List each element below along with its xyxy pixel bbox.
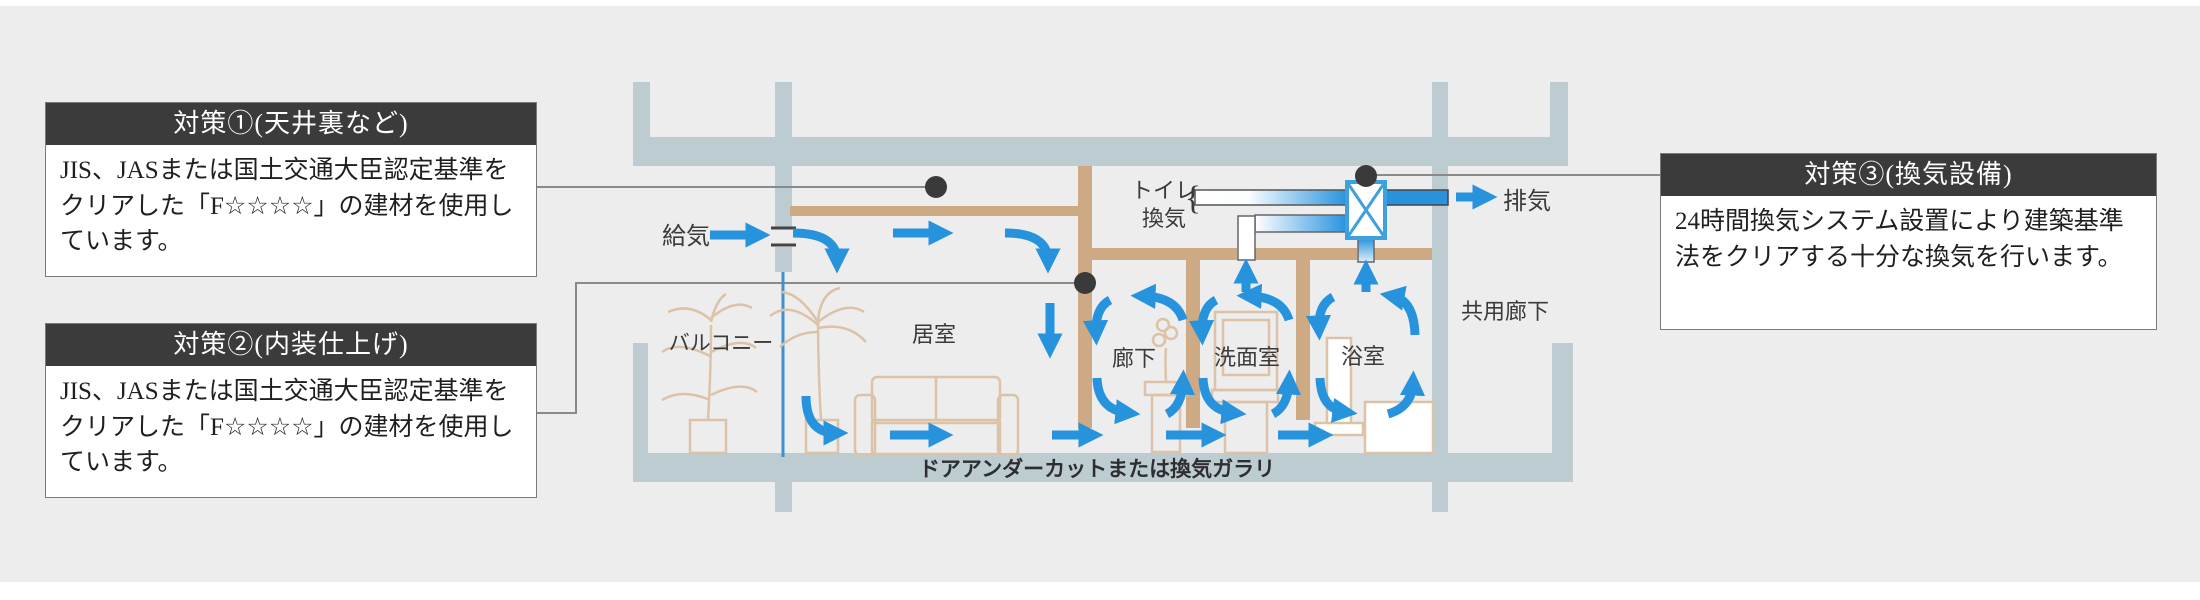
callout-measure-1: 対策①(天井裏など) JIS、JASまたは国土交通大臣認定基準をクリアした「F☆… <box>45 102 537 277</box>
corridor-plant-stand <box>1143 317 1189 454</box>
callout-measure-1-title: 対策①(天井裏など) <box>46 103 536 145</box>
under-floor-stub-left <box>775 482 792 512</box>
balcony-label: バルコニー <box>669 331 774 355</box>
bathroom-duct <box>1357 237 1375 263</box>
balcony-plant <box>661 292 758 455</box>
callout-measure-3-title: 対策③(換気設備) <box>1661 154 2156 196</box>
corridor-ceiling-2 <box>1254 248 1357 260</box>
common-corridor-railing <box>1552 343 1573 458</box>
sofa <box>853 375 1020 457</box>
callout-anchor-dots <box>925 165 1377 294</box>
supply-label: 給気 <box>662 223 710 250</box>
building-structure <box>633 82 1573 512</box>
exterior-wall-upper <box>775 82 792 227</box>
floor-slab <box>633 453 1573 482</box>
toilet-duct <box>1194 189 1348 206</box>
toilet-vent-label-line2: 換気 <box>1142 206 1186 231</box>
exhaust-label: 排気 <box>1503 188 1551 215</box>
corridor-ceiling-3 <box>1374 248 1432 260</box>
top-slab <box>633 137 1568 166</box>
callout-measure-3: 対策③(換気設備) 24時間換気システム設置により建築基準法をクリアする十分な換… <box>1660 153 2157 330</box>
supply-vent-ticks <box>771 226 796 247</box>
washroom-airflow <box>1188 258 1334 448</box>
washroom-duct-vertical <box>1237 215 1256 261</box>
ventilation-fan-unit <box>1345 180 1387 240</box>
callout-measure-2: 対策②(内装仕上げ) JIS、JASまたは国土交通大臣認定基準をクリアした「F☆… <box>45 323 537 498</box>
anchor-dot-1 <box>925 176 947 198</box>
exterior-wall-lower <box>775 247 792 272</box>
callout-measure-3-body: 24時間換気システム設置により建築基準法をクリアする十分な換気を行います。 <box>1675 208 2124 271</box>
anchor-dot-2 <box>1074 272 1096 294</box>
wall-corridor-washroom <box>1186 260 1200 428</box>
common-corridor-label: 共用廊下 <box>1461 299 1549 324</box>
pillar-left <box>633 82 650 166</box>
airflow-arrows <box>710 184 1498 448</box>
washroom-duct-horizontal <box>1254 214 1348 233</box>
callout-measure-2-body: JIS、JASまたは国土交通大臣認定基準をクリアした「F☆☆☆☆」の建材を使用し… <box>60 378 514 476</box>
corridor-wall <box>1432 82 1448 512</box>
washroom-label: 洗面室 <box>1214 345 1280 370</box>
living-room-label: 居室 <box>912 322 956 347</box>
pillar-right <box>1550 82 1568 166</box>
callout-measure-1-body: JIS、JASまたは国土交通大臣認定基準をクリアした「F☆☆☆☆」の建材を使用し… <box>60 157 514 255</box>
ventilation-equipment <box>1194 180 1449 263</box>
wall-washroom-bathroom <box>1296 260 1310 420</box>
balcony-railing <box>633 343 648 458</box>
connector-line-2 <box>537 282 1085 414</box>
living-room-airflow <box>710 220 1104 448</box>
toilet-vent-label-line1: トイレ <box>1131 178 1197 203</box>
corridor-ceiling-1 <box>1092 248 1237 260</box>
living-ceiling <box>790 206 1092 216</box>
washroom-vanity <box>1210 310 1280 455</box>
corridor-label: 廊下 <box>1112 346 1156 371</box>
bathroom-airflow <box>1305 259 1426 423</box>
toilet-vent-brace: { <box>1185 180 1201 217</box>
callout-connectors <box>537 174 1660 414</box>
living-room-plant <box>769 286 867 455</box>
floor-undercut-note: ドアアンダーカットまたは換気ガラリ <box>919 457 1275 481</box>
corridor-airflow <box>1082 283 1227 448</box>
bathroom-label: 浴室 <box>1341 344 1385 369</box>
exhaust-duct <box>1384 189 1449 206</box>
anchor-dot-3 <box>1355 165 1377 187</box>
wall-living-corridor <box>1078 166 1092 428</box>
callout-measure-2-title: 対策②(内装仕上げ) <box>46 324 536 366</box>
